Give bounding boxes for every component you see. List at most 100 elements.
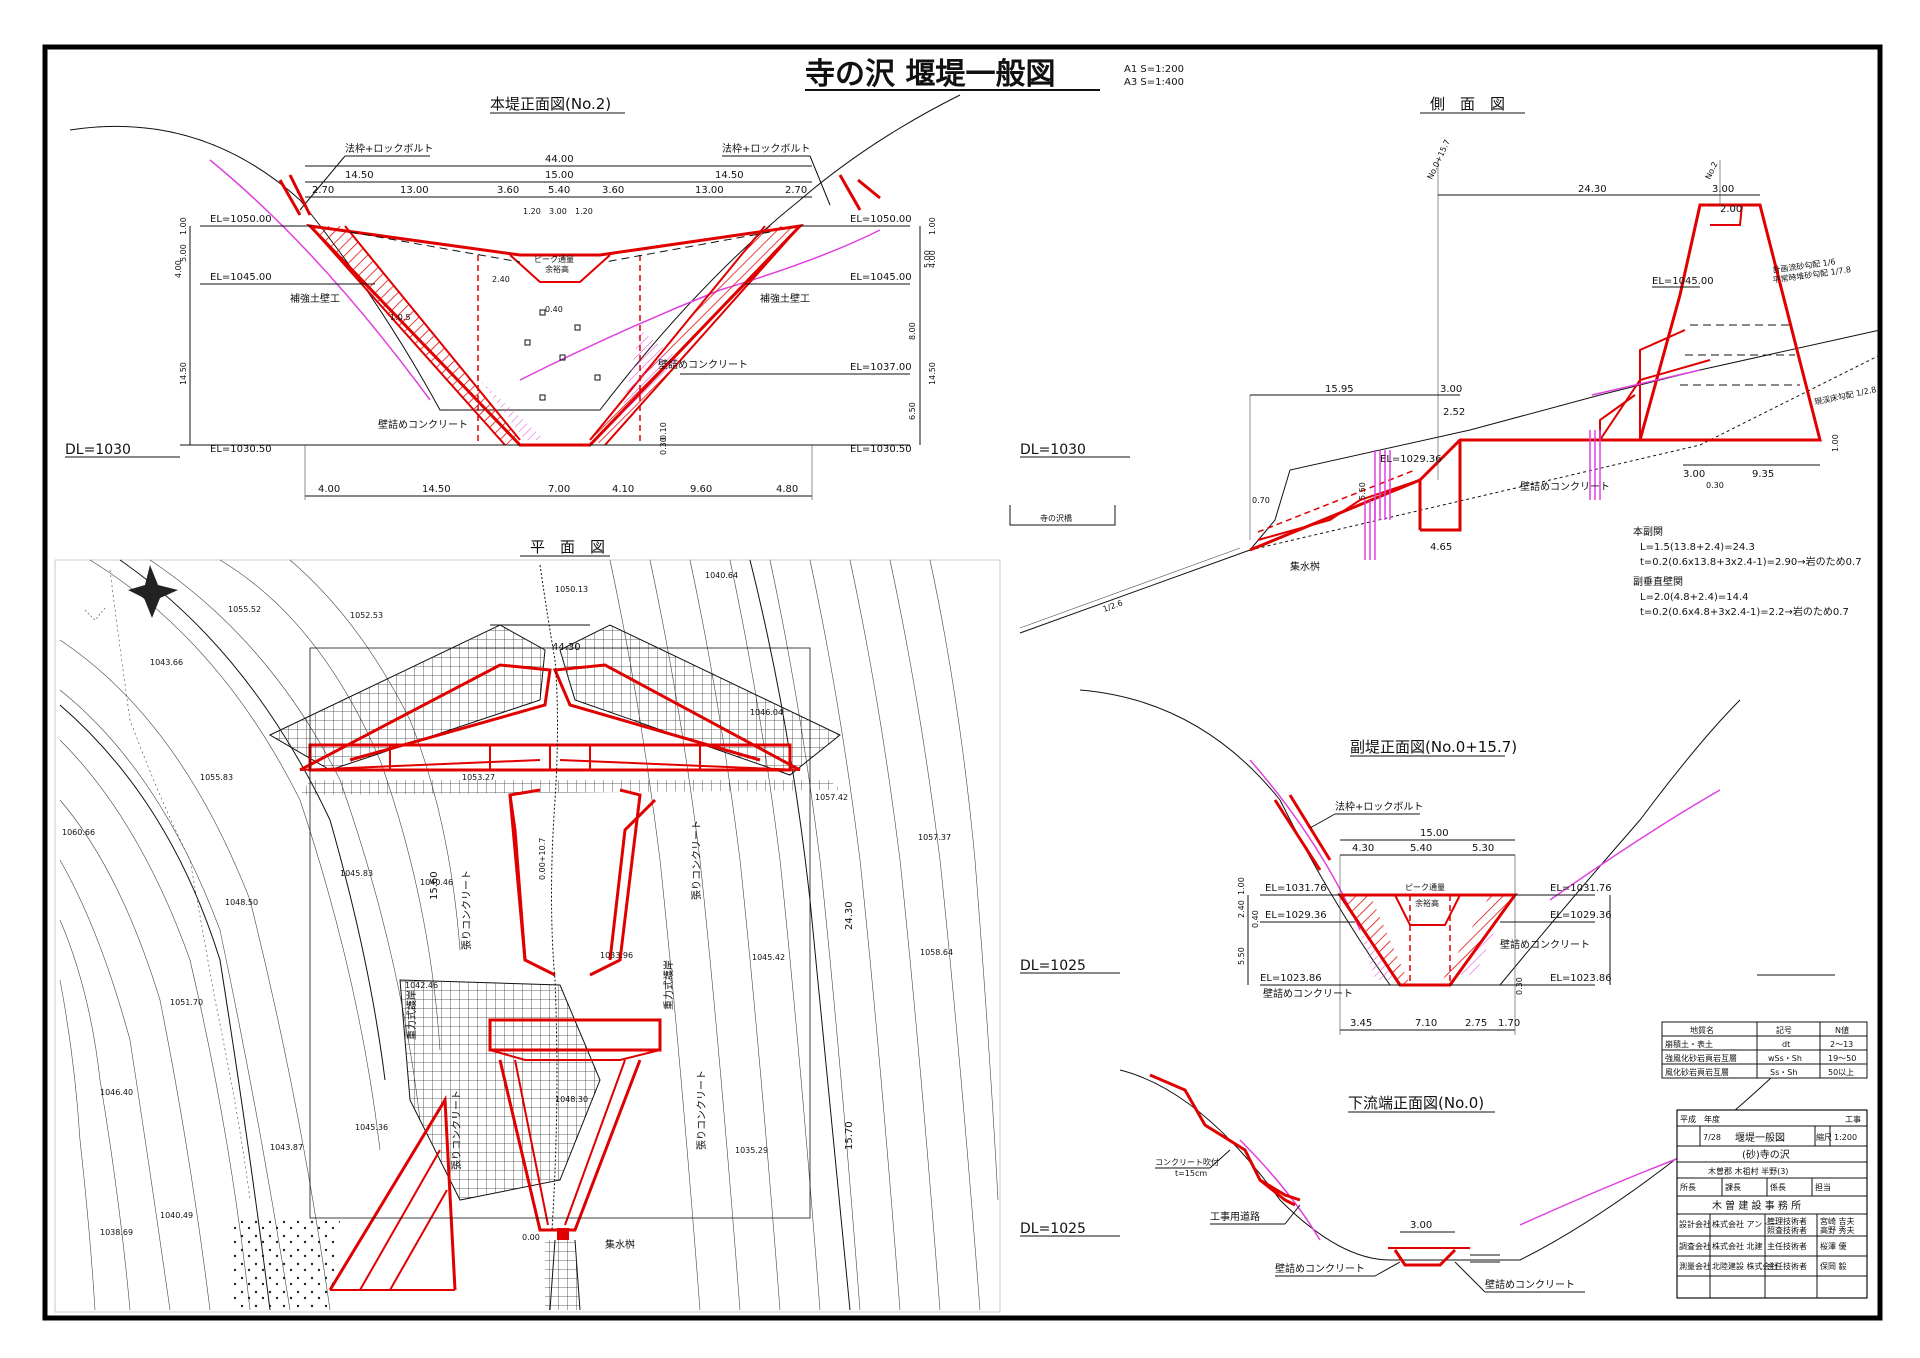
front-vdim-030: 0.30 — [659, 437, 668, 455]
sub-label-peak: ピーク通量 — [1405, 882, 1445, 892]
front-slope: 1:0.5 — [390, 313, 411, 322]
downstream-label-infill-left: 壁詰めコンクリート — [1275, 1262, 1365, 1275]
plan-label-concrete-2: 張りコンクリート — [691, 820, 703, 900]
side-dim-030: 0.30 — [1706, 481, 1724, 490]
front-bdim-3: 4.10 — [612, 484, 634, 495]
side-note-3: 副垂直壁関 — [1633, 575, 1683, 588]
scale-a1: A1 S=1:200 — [1124, 64, 1184, 75]
spot-21: 1033.96 — [600, 951, 633, 960]
front-dim-row1-c: 14.50 — [715, 170, 744, 181]
spot-4: 1046.04 — [750, 708, 783, 717]
front-notch-b: 3.00 — [549, 207, 567, 216]
sub-label-rockbolt: 法枠+ロックボルト — [1335, 800, 1423, 813]
legend-r2-0: 風化砂岩頁岩互層 — [1665, 1067, 1729, 1077]
tb-role-0-1: 株式会社 アンドー — [1712, 1219, 1778, 1229]
front-dim-r2-4: 3.60 — [602, 185, 624, 196]
sub-vdim-240: 2.40 — [1237, 900, 1246, 918]
sheet-border — [42, 44, 1883, 1321]
spot-1: 1055.52 — [228, 605, 261, 614]
side-note-0: 本副関 — [1633, 525, 1663, 538]
front-bdim-5: 4.80 — [776, 484, 798, 495]
sub-dim-430: 4.30 — [1352, 843, 1374, 854]
tb-role-3-2: 主任技術者 — [1767, 1261, 1807, 1271]
side-station-0157: No.0+15.7 — [1426, 138, 1452, 181]
plan-label-gravity-wall-2: 重力式護岸 — [662, 960, 675, 1010]
spot-25: 1058.64 — [920, 948, 953, 957]
legend-r0-1: dt — [1782, 1040, 1790, 1049]
front-dim-r2-2: 3.60 — [497, 185, 519, 196]
spot-13: 1048.30 — [555, 1095, 588, 1104]
benchmark-star-icon — [128, 565, 178, 618]
plan-datum-low: DL=1025 — [1020, 1221, 1086, 1237]
side-bridge-label: 寺の沢橋 — [1040, 513, 1072, 523]
spot-0: 1040.64 — [705, 571, 738, 580]
front-bdim-4: 9.60 — [690, 484, 712, 495]
tb-scale-label: 縮尺 — [1816, 1132, 1832, 1142]
side-datum-level: DL=1030 — [1020, 442, 1086, 458]
spot-14: 1051.70 — [170, 998, 203, 1007]
front-right-el-1030: EL=1030.50 — [850, 444, 912, 455]
tb-role-2-3: 桜澤 優 — [1820, 1241, 1847, 1251]
side-el-1045: EL=1045.00 — [1652, 276, 1714, 287]
tb-role-1-2: 照査技術者 — [1767, 1225, 1807, 1235]
downstream-label-road: 工事用道路 — [1210, 1210, 1260, 1223]
spot-2: 1043.66 — [150, 658, 183, 667]
tb-role-0-3: 宮崎 吉夫 — [1820, 1216, 1855, 1226]
side-dim-300-bot: 3.00 — [1683, 469, 1705, 480]
sub-dam-view: 副堤正面図(No.0+15.7) 15.00 4.30 5.40 5.30 3.… — [1079, 689, 1835, 1035]
front-dim-r2-5: 13.00 — [695, 185, 724, 196]
tb-role-3-3: 保岡 毅 — [1820, 1261, 1847, 1271]
front-right-vdim-6: 6.50 — [908, 402, 917, 420]
side-label-bed-slope: 現渓床勾配 1/2.8 — [1813, 384, 1877, 407]
spot-10: 1053.27 — [462, 773, 495, 782]
sub-dim-1500: 15.00 — [1420, 828, 1449, 839]
front-left-el-1030: EL=1030.50 — [210, 444, 272, 455]
side-dim-935: 9.35 — [1752, 469, 1774, 480]
front-label-frame-left: 法枠+ロックボルト — [345, 142, 433, 155]
legend-r2-1: Ss・Sh — [1770, 1068, 1797, 1077]
front-left-vdim-4: 4.00 — [174, 260, 183, 278]
side-note-2: t=0.2(0.6x13.8+3x2.4-1)=2.90→岩のため0.7 — [1640, 555, 1862, 568]
title-block: 平成 年度 工事 7/28 堰堤一般図 縮尺 1:200 (砂)寺の沢 木曽郡 … — [1676, 1109, 1868, 1299]
side-label-infill: 壁詰めコンクリート — [1520, 480, 1610, 493]
side-dim-465: 4.65 — [1430, 542, 1452, 553]
sub-bdim-1: 7.10 — [1415, 1018, 1437, 1029]
legend-h-0: 地質名 — [1690, 1025, 1714, 1035]
plan-label-catch: 集水桝 — [605, 1238, 635, 1251]
sub-vdim-040: 0.40 — [1251, 910, 1260, 928]
side-note-4: L=2.0(4.8+2.4)=14.4 — [1640, 592, 1749, 603]
legend-r1-1: wSs・Sh — [1768, 1054, 1802, 1063]
plan-dim-1570: 15.70 — [844, 1121, 855, 1150]
legend-h-2: N値 — [1835, 1025, 1849, 1035]
front-right-el-1037: EL=1037.00 — [850, 362, 912, 373]
plan-datum-mid: DL=1025 — [1020, 958, 1086, 974]
sub-right-el-1029: EL=1029.36 — [1550, 910, 1612, 921]
front-bdim-1: 14.50 — [422, 484, 451, 495]
drawing-title: 寺の沢 堰堤一般図 — [805, 57, 1055, 92]
title-block-top: 寺の沢 堰堤一般図 A1 S=1:200 A3 S=1:400 — [805, 57, 1184, 92]
spot-7: 1048.50 — [225, 898, 258, 907]
spot-24: 1057.42 — [815, 793, 848, 802]
plan-dim-4430: 44.30 — [552, 642, 581, 653]
tb-sheet: 7/28 — [1703, 1133, 1721, 1142]
side-label-catch: 集水桝 — [1290, 560, 1320, 573]
front-datum-level: DL=1030 — [65, 442, 131, 458]
front-left-el-1045: EL=1045.00 — [210, 272, 272, 283]
plan-dim-000: 0.00 — [522, 1233, 540, 1242]
sub-dim-540: 5.40 — [1410, 843, 1432, 854]
sub-left-el-1031: EL=1031.76 — [1265, 883, 1327, 894]
side-dim-300-top: 3.00 — [1712, 184, 1734, 195]
sub-label-infill-right: 壁詰めコンクリート — [1500, 938, 1590, 951]
tb-role-3-1: 北陸建設 株式会社 — [1712, 1261, 1779, 1271]
front-left-vdim-14: 14.50 — [179, 362, 188, 385]
sub-label-infill-left: 壁詰めコンクリート — [1263, 987, 1353, 1000]
side-dim-200: 2.00 — [1720, 204, 1742, 215]
side-label-slope-26: 1/2.6 — [1102, 598, 1124, 613]
front-misc-040: 0.40 — [545, 305, 563, 314]
tb-scale: 1:200 — [1834, 1133, 1857, 1142]
front-right-vdim-5: 5.00 — [923, 250, 932, 268]
sub-right-el-1023: EL=1023.86 — [1550, 973, 1612, 984]
downstream-label-shotcrete: コンクリート吹付 — [1155, 1157, 1219, 1167]
front-label-infill-left: 壁詰めコンクリート — [378, 418, 468, 431]
